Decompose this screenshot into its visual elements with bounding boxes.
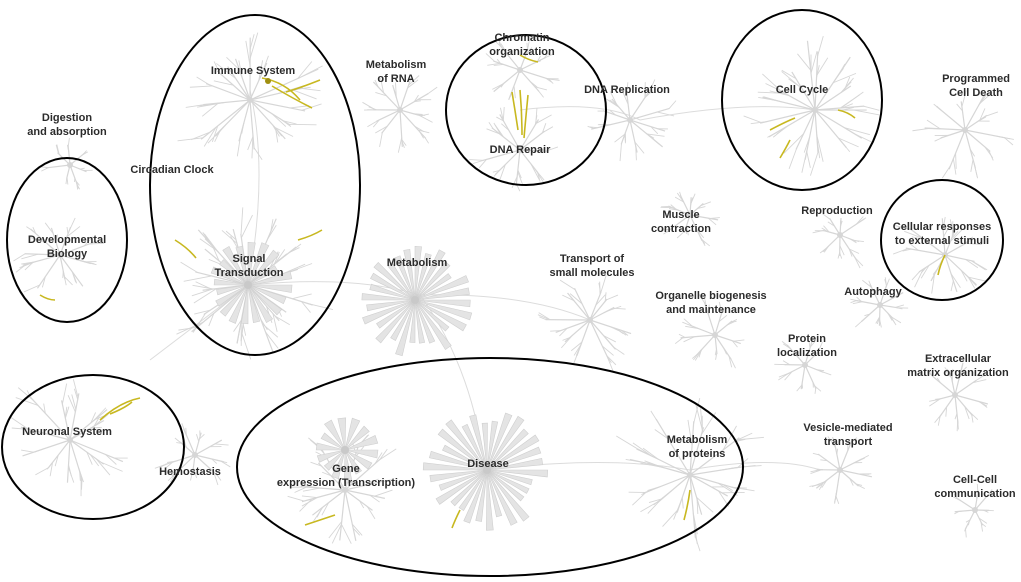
reproduction-tree (813, 214, 866, 268)
label-autophagy[interactable]: Autophagy (844, 285, 901, 299)
highlight-stroke (298, 230, 322, 240)
programmed-death-tree (912, 90, 1013, 178)
label-dna-repair[interactable]: DNA Repair (490, 143, 551, 157)
label-vesicle-mediated-transport[interactable]: Vesicle-mediated transport (803, 421, 892, 449)
label-reproduction[interactable]: Reproduction (801, 204, 873, 218)
label-disease[interactable]: Disease (467, 457, 509, 471)
label-cell-cell-communication[interactable]: Cell-Cell communication (934, 473, 1015, 501)
label-cell-cycle[interactable]: Cell Cycle (776, 83, 829, 97)
label-protein-localization[interactable]: Protein localization (777, 332, 837, 360)
label-muscle-contraction[interactable]: Muscle contraction (651, 208, 711, 236)
highlight-stroke (175, 240, 196, 258)
highlight-stroke (524, 95, 528, 138)
label-neuronal-system[interactable]: Neuronal System (22, 425, 112, 439)
label-signal-transduction[interactable]: Signal Transduction (214, 252, 283, 280)
cell-cycle-tree (744, 36, 880, 176)
label-cellular-responses[interactable]: Cellular responses to external stimuli (893, 220, 991, 248)
label-programmed-cell-death[interactable]: Programmed Cell Death (942, 72, 1010, 100)
label-extracellular-matrix[interactable]: Extracellular matrix organization (907, 352, 1008, 380)
label-organelle-biogenesis[interactable]: Organelle biogenesis and maintenance (655, 289, 766, 317)
disease-fan (423, 413, 548, 530)
digestion-tree (39, 138, 92, 190)
label-gene-expression[interactable]: Gene expression (Transcription) (277, 462, 415, 490)
label-transport-of-small-molecules[interactable]: Transport of small molecules (550, 252, 635, 280)
highlight-stroke (305, 515, 335, 525)
highlight-stroke (520, 90, 522, 135)
highlight-stroke (110, 402, 132, 414)
highlight-stroke (40, 295, 55, 300)
label-hemostasis[interactable]: Hemostasis (159, 465, 221, 479)
circle-neuronal (2, 375, 184, 519)
label-digestion[interactable]: Digestion and absorption (27, 111, 106, 139)
label-developmental-biology[interactable]: Developmental Biology (28, 233, 106, 261)
immune-tree (178, 33, 323, 160)
label-metabolism-of-rna[interactable]: Metabolism of RNA (366, 58, 427, 86)
metabolism-rna-tree (362, 75, 437, 152)
label-immune-system[interactable]: Immune System (211, 64, 295, 78)
highlight-stroke (684, 490, 690, 520)
label-metabolism[interactable]: Metabolism (387, 256, 448, 270)
circle-cell-cycle (722, 10, 882, 190)
label-chromatin-organization[interactable]: Chromatin organization (489, 31, 554, 59)
transport-small-tree (538, 276, 631, 373)
highlight-stroke (452, 510, 460, 528)
label-circadian-clock[interactable]: Circadian Clock (130, 163, 213, 177)
label-dna-replication[interactable]: DNA Replication (584, 83, 670, 97)
label-metabolism-of-proteins[interactable]: Metabolism of proteins (667, 433, 728, 461)
highlight-stroke (838, 110, 855, 118)
